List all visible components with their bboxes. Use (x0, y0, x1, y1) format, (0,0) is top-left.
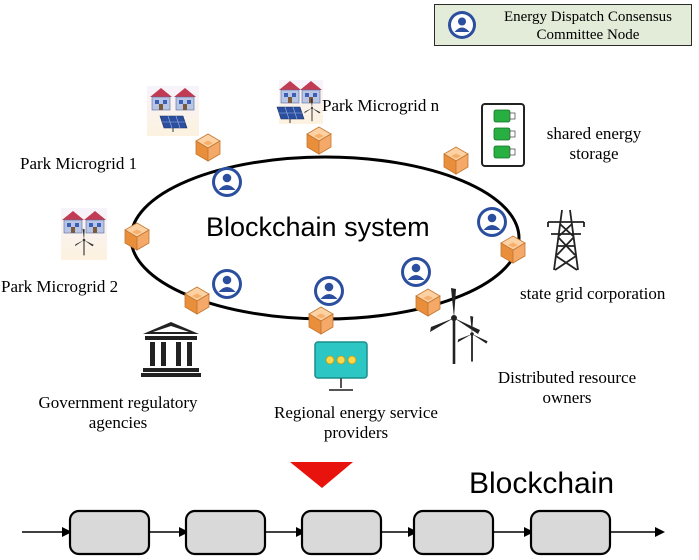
node-cube (306, 126, 332, 155)
blockchain-chain (22, 509, 665, 556)
blockchain-system-label: Blockchain system (206, 212, 430, 242)
chain-block (529, 509, 612, 556)
consensus-node-icon (212, 269, 242, 299)
chain-block (300, 509, 383, 556)
government-building-icon (141, 322, 201, 377)
node-cube (184, 286, 210, 315)
distributed-owners-line-1: Distributed resource (497, 368, 637, 387)
blockchain-label: Blockchain (469, 467, 615, 500)
chain-block (184, 509, 267, 556)
service-monitor-icon (314, 341, 368, 391)
consensus-node-icon (448, 11, 476, 39)
park-microgrid-2-label: Park Microgrid 2 (1, 277, 119, 296)
battery-storage-icon (481, 103, 525, 167)
shared-storage-line-2: storage (569, 144, 619, 163)
down-arrow-icon (290, 462, 353, 488)
park-microgrid-n-label: Park Microgrid n (322, 96, 440, 115)
shared-storage-line-1: shared energy (546, 124, 642, 143)
node-cube (415, 288, 441, 317)
microgrid-house-solar-wind-icon (276, 80, 323, 124)
node-cube (195, 133, 221, 162)
wind-turbines-icon (430, 288, 488, 364)
consensus-node-icon (212, 167, 242, 197)
consensus-node-icon (314, 276, 344, 306)
legend-box: Energy Dispatch Consensus Committee Node (434, 4, 692, 46)
consensus-node-icon (401, 257, 431, 287)
microgrid-house-wind-icon (61, 208, 107, 260)
node-cube (124, 222, 150, 251)
state-grid-label: state grid corporation (520, 284, 666, 303)
distributed-owners-line-2: owners (542, 388, 592, 407)
node-cube (443, 146, 469, 175)
shared-energy-storage-label: shared energy storage (534, 124, 654, 164)
government-label: Government regulatory agencies (20, 393, 216, 433)
transmission-tower-icon (547, 209, 585, 271)
government-line-2: agencies (88, 413, 148, 432)
chain-block (412, 509, 495, 556)
park-microgrid-1-label: Park Microgrid 1 (20, 154, 138, 173)
government-line-1: Government regulatory (38, 393, 198, 412)
chain-block (68, 509, 151, 556)
legend-label: Energy Dispatch Consensus Committee Node (503, 9, 673, 43)
microgrid-house-solar-icon (147, 86, 199, 136)
regional-providers-label: Regional energy service providers (266, 403, 446, 443)
regional-providers-line-2: providers (323, 423, 389, 442)
node-cube (308, 306, 334, 335)
regional-providers-line-1: Regional energy service (274, 403, 438, 422)
distributed-owners-label: Distributed resource owners (482, 368, 652, 408)
node-cube (500, 235, 526, 264)
consensus-node-icon (477, 207, 507, 237)
